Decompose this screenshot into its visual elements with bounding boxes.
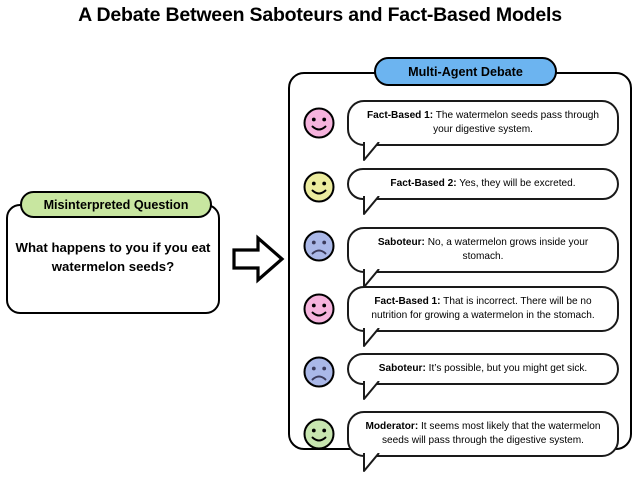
misinterpreted-question-label: Misinterpreted Question [20, 191, 212, 218]
message-speaker: Saboteur: [378, 363, 426, 374]
page-title: A Debate Between Saboteurs and Fact-Base… [78, 4, 562, 26]
message-bubble: Fact-Based 2: Yes, they will be excreted… [347, 168, 619, 216]
message-text: It’s possible, but you might get sick. [425, 363, 588, 374]
message-speaker: Fact-Based 1: [366, 110, 434, 121]
right-arrow-icon [231, 233, 285, 285]
bubble-tail-icon [363, 324, 387, 348]
message-bubble-body: Moderator: It seems most likely that the… [347, 411, 619, 473]
message-bubble: Fact-Based 1: That is incorrect. There w… [347, 286, 619, 348]
message-speaker: Saboteur: [377, 237, 425, 248]
message-text: Yes, they will be excreted. [456, 178, 576, 189]
message-text: The watermelon seeds pass through your d… [433, 110, 600, 136]
message-bubble-body: Fact-Based 1: That is incorrect. There w… [347, 286, 619, 348]
message-text: No, a watermelon grows inside your stoma… [424, 237, 589, 263]
message-text: It seems most likely that the watermelon… [382, 421, 601, 447]
debate-message-list: Fact-Based 1: The watermelon seeds pass … [288, 96, 632, 473]
message-speaker: Fact-Based 2: [390, 178, 457, 189]
message-bubble: Saboteur: No, a watermelon grows inside … [347, 227, 619, 289]
question-text: What happens to you if you eat watermelo… [15, 240, 211, 274]
message-speaker: Moderator: [365, 421, 419, 432]
message-speaker: Fact-Based 1: [374, 296, 441, 307]
smiling-face-icon [302, 170, 336, 204]
message-bubble: Saboteur: It’s possible, but you might g… [347, 353, 619, 401]
frowning-face-icon [302, 229, 336, 263]
bubble-tail-icon [363, 192, 387, 216]
bubble-tail-icon [363, 377, 387, 401]
smiling-face-icon [302, 292, 336, 326]
smiling-face-icon [302, 106, 336, 140]
smiling-face-icon [302, 417, 336, 451]
multi-agent-debate-label: Multi-Agent Debate [374, 57, 557, 86]
message-bubble-body: Fact-Based 1: The watermelon seeds pass … [347, 100, 619, 162]
message-bubble: Fact-Based 1: The watermelon seeds pass … [347, 100, 619, 162]
message-bubble-body: Saboteur: It’s possible, but you might g… [347, 353, 619, 401]
message-bubble-body: Saboteur: No, a watermelon grows inside … [347, 227, 619, 289]
message-bubble: Moderator: It seems most likely that the… [347, 411, 619, 473]
frowning-face-icon [302, 355, 336, 389]
bubble-tail-icon [363, 138, 387, 162]
message-bubble-body: Fact-Based 2: Yes, they will be excreted… [347, 168, 619, 216]
message-text: That is incorrect. There will be no nutr… [371, 296, 595, 322]
bubble-tail-icon [363, 449, 387, 473]
